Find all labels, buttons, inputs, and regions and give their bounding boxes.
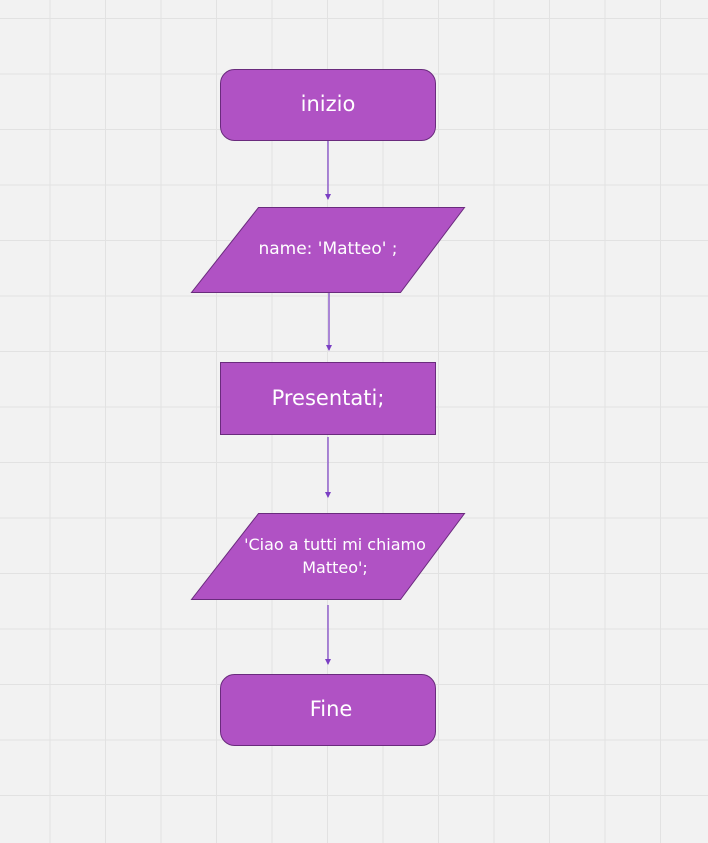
end-label: Fine (309, 697, 353, 722)
terminator-start[interactable] (220, 69, 436, 141)
output-label: 'Ciao a tutti mi chiamo Matteo'; (244, 535, 426, 577)
output-parallelogram[interactable] (190, 513, 466, 600)
terminator-end[interactable] (220, 674, 436, 746)
input-label: name: 'Matteo' ; (258, 239, 398, 260)
input-parallelogram[interactable] (190, 207, 466, 293)
process-label: Presentati; (271, 385, 385, 410)
start-label: inizio (300, 92, 356, 117)
process-rectangle[interactable] (220, 362, 436, 435)
